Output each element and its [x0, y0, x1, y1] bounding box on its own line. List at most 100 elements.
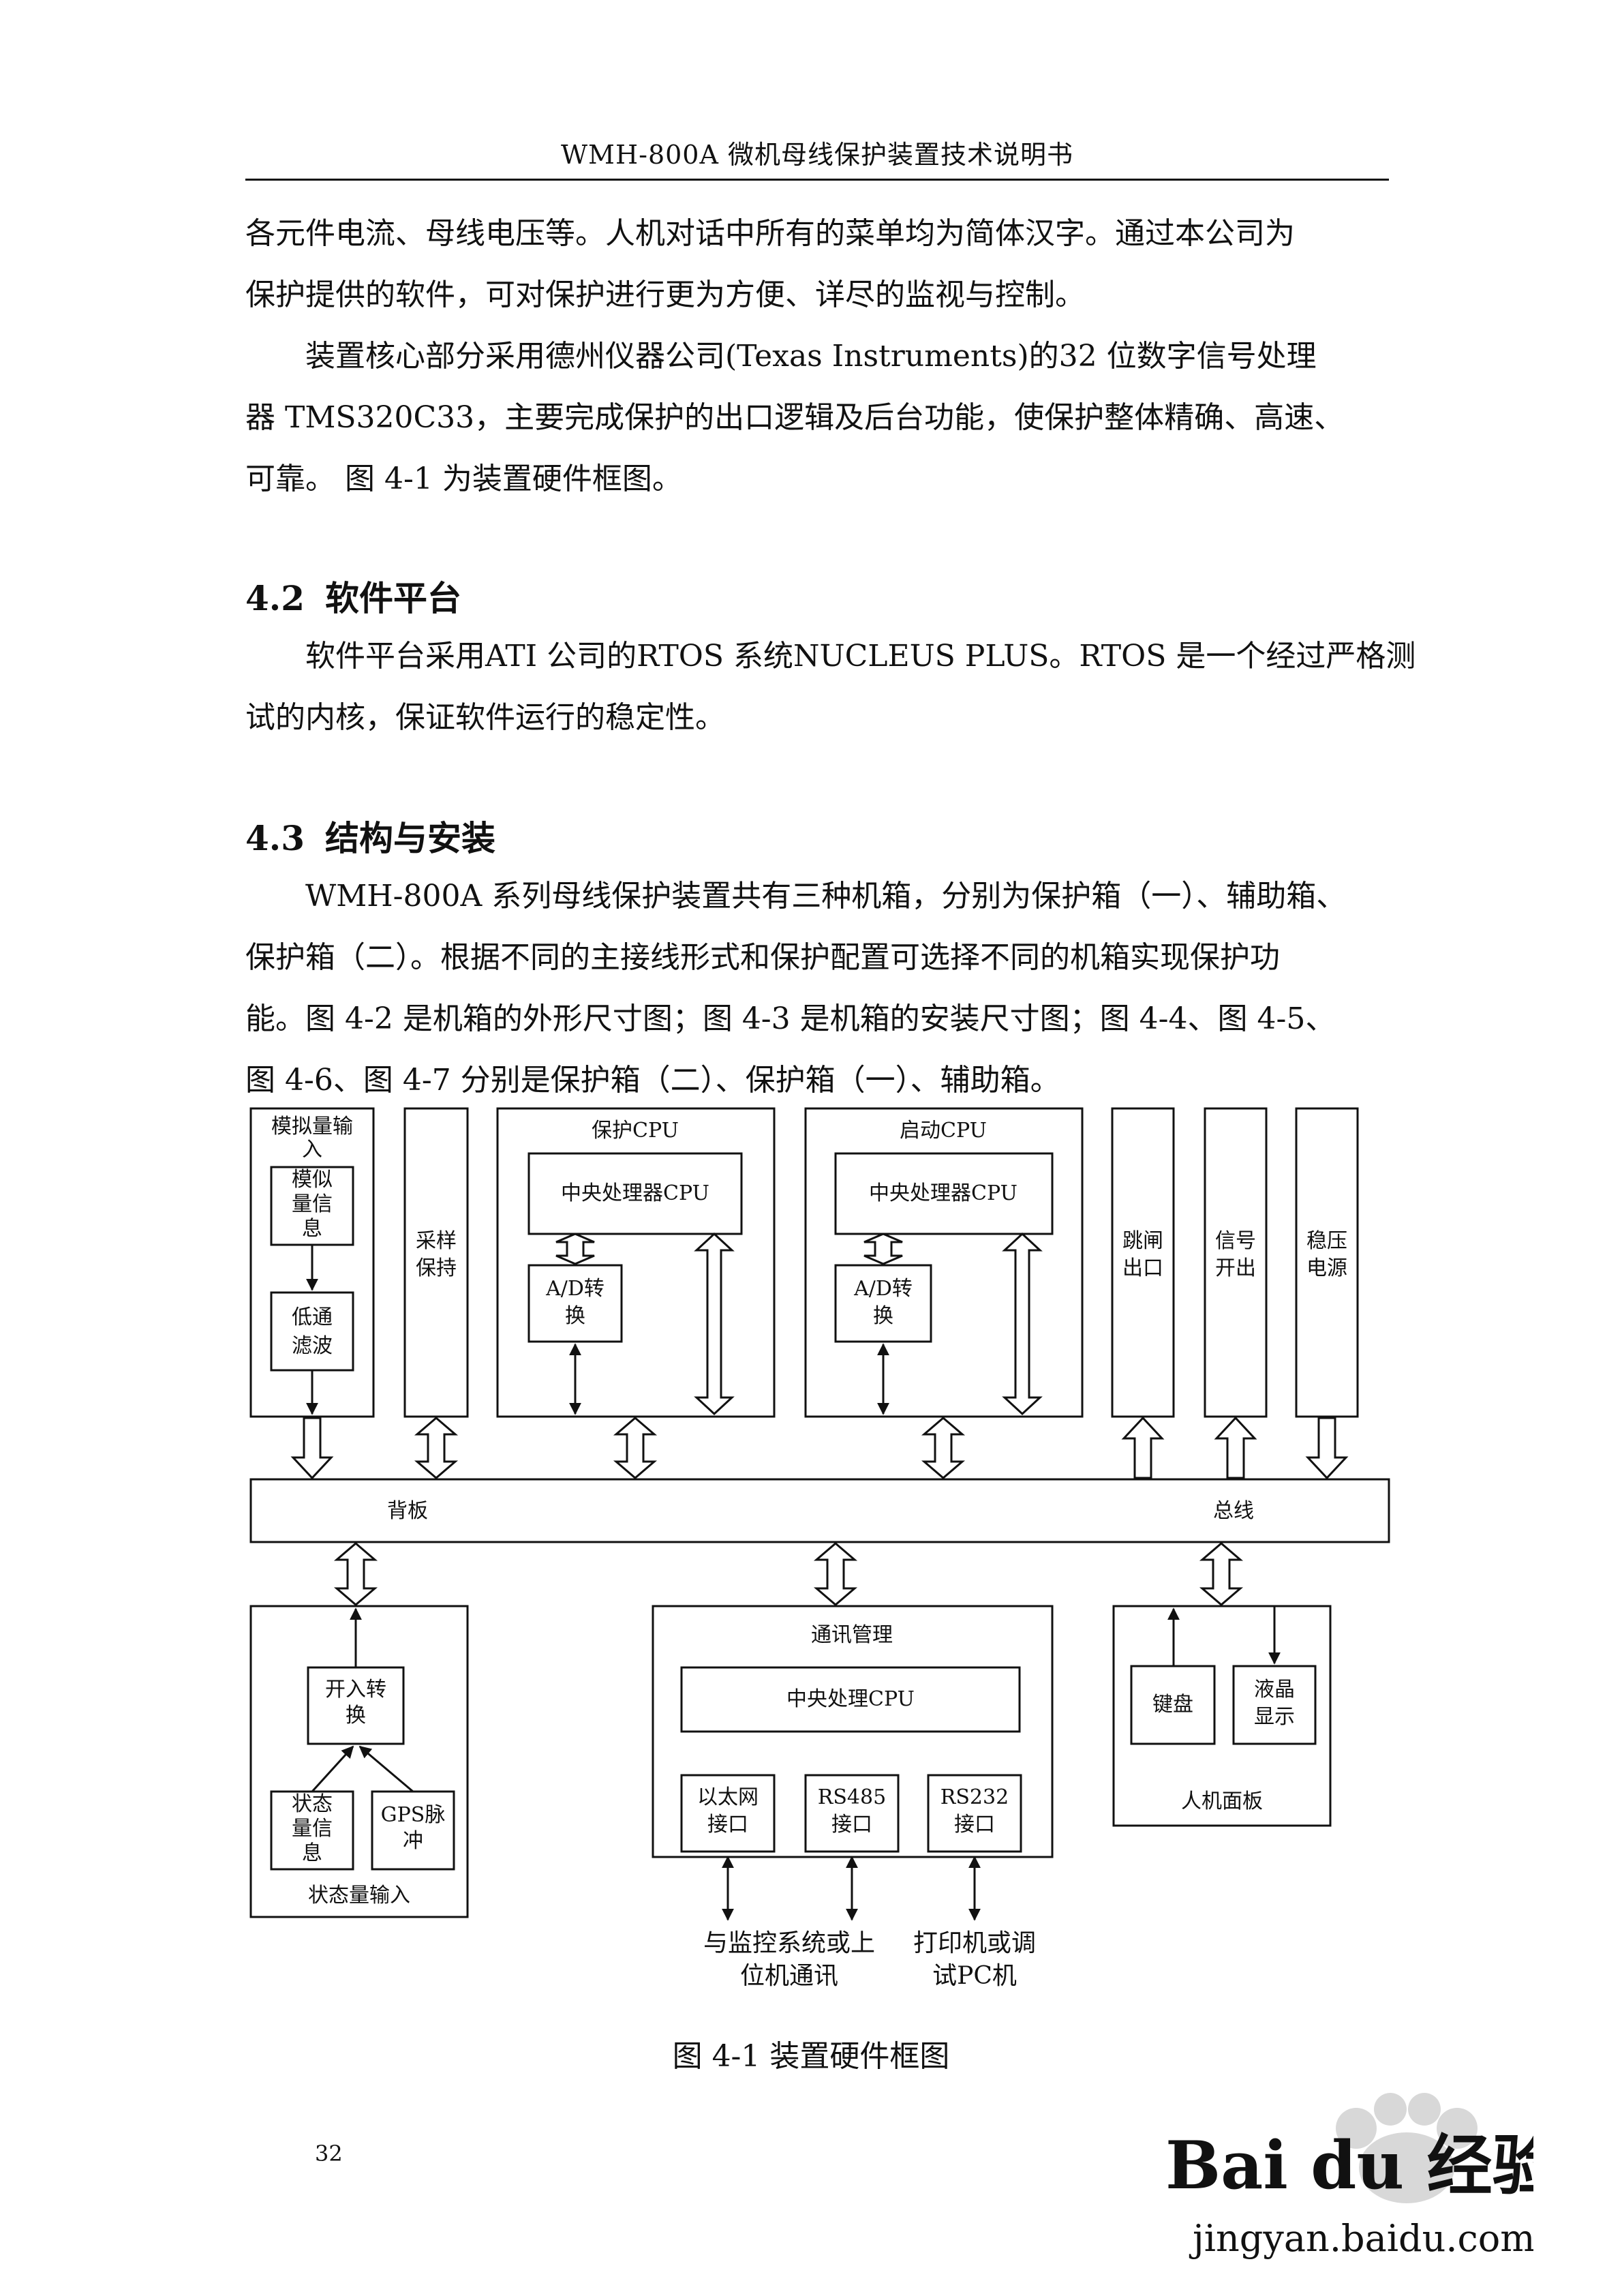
status-input-module: [249, 1605, 469, 1918]
printer-output-label: 试PC机: [932, 1962, 1017, 1990]
comm-bus-arrow: [813, 1542, 858, 1606]
start-ad-label: 换: [873, 1304, 893, 1328]
watermark-url: jingyan.baidu.com: [1189, 2217, 1533, 2260]
text-line: WMH-800A 系列母线保护装置共有三种机箱，分别为保护箱（一）、辅助箱、: [305, 879, 1347, 913]
text-line: 装置核心部分采用德州仪器公司(Texas Instruments)的32 位数字…: [305, 339, 1317, 374]
status-info-label: 息: [302, 1841, 322, 1865]
power-supply-label: 电源: [1306, 1256, 1347, 1280]
protect-cpu-title: 保护CPU: [592, 1119, 679, 1143]
protect-ad-box: [527, 1264, 623, 1343]
lcd-box: [1232, 1665, 1317, 1745]
section-number: 4.2: [245, 578, 305, 618]
start-cpu-module: [804, 1107, 1084, 1418]
start-cpu-core-label: 中央处理器CPU: [869, 1181, 1017, 1205]
protect-ad-label: A/D转: [545, 1277, 605, 1301]
protect-cpu-bus-arrow: [613, 1417, 658, 1479]
text-line: 图 4-6、图 4-7 分别是保护箱（二）、保护箱（一）、辅助箱。: [245, 1063, 1060, 1098]
analog-input-title: 模拟量输: [271, 1115, 353, 1138]
section-title: 结构与安装: [325, 818, 495, 858]
lcd-label: 液晶: [1254, 1678, 1295, 1702]
start-cpu-bus-arrow: [921, 1417, 966, 1479]
rs232-label: 接口: [954, 1813, 995, 1837]
sample-hold-label: 采样: [416, 1229, 457, 1253]
gps-to-convert-arrow: [358, 1745, 414, 1793]
section-title: 软件平台: [325, 578, 461, 618]
trip-output-label: 出口: [1122, 1256, 1163, 1280]
text-line: 试的内核，保证软件运行的稳定性。: [245, 700, 725, 735]
protect-cpu-core-label: 中央处理器CPU: [561, 1181, 709, 1205]
status-to-convert-arrow: [311, 1745, 354, 1793]
paw-toe: [1437, 2108, 1478, 2149]
rs485-label: RS485: [818, 1785, 886, 1809]
baidu-jingyan-watermark: Bai du 经验 jingyan.baidu.com: [1165, 2093, 1533, 2260]
lowpass-filter-label: 低通: [292, 1305, 333, 1329]
analog-input-module: [249, 1107, 375, 1418]
sample-hold-label: 保持: [416, 1256, 457, 1280]
intro-paragraph-2: 装置核心部分采用德州仪器公司(Texas Instruments)的32 位数字…: [245, 326, 1389, 510]
input-convert-label: 换: [346, 1704, 366, 1727]
comm-title: 通讯管理: [811, 1623, 893, 1647]
running-header: WMH-800A 微机母线保护装置技术说明书: [561, 140, 1073, 170]
ethernet-box: [680, 1774, 776, 1853]
trip-bus-arrow: [1121, 1416, 1165, 1479]
comm-cpu-box: [680, 1666, 1021, 1733]
signal-output-label: 信号: [1215, 1229, 1256, 1253]
analog-info-label: 量信: [292, 1192, 333, 1216]
intro-paragraph-1: 各元件电流、母线电压等。人机对话中所有的菜单均为简体汉字。通过本公司为 保护提供…: [245, 203, 1389, 326]
lcd-label: 显示: [1254, 1705, 1295, 1729]
paw-pad: [1359, 2132, 1454, 2203]
protect-cpu-internal-bus-arrow: [694, 1232, 735, 1416]
gps-pulse-label: 冲: [403, 1829, 423, 1853]
backplane-bus: [249, 1478, 1390, 1543]
figure-caption: 图 4-1 装置硬件框图: [672, 2039, 950, 2074]
protect-cpu-core-box: [527, 1152, 743, 1235]
signal-output-label: 开出: [1215, 1256, 1256, 1280]
start-cpu-core-box: [834, 1152, 1054, 1235]
text-line: 各元件电流、母线电压等。人机对话中所有的菜单均为简体汉字。通过本公司为: [245, 216, 1295, 251]
power-supply-module: [1295, 1107, 1359, 1418]
analog-to-bus-arrow: [290, 1417, 334, 1480]
section-heading-4-2: 4.2 软件平台: [245, 571, 461, 620]
section-number: 4.3: [245, 818, 305, 858]
power-supply-label: 稳压: [1306, 1229, 1347, 1253]
status-input-bus-arrow: [333, 1542, 378, 1606]
status-input-title: 状态量输入: [308, 1884, 410, 1907]
ethernet-label: 接口: [707, 1813, 748, 1837]
text-line: 保护箱（二）。根据不同的主接线形式和保护配置可选择不同的机箱实现保护功: [245, 940, 1280, 975]
text-line: 能。图 4-2 是机箱的外形尺寸图；图 4-3 是机箱的安装尺寸图；图 4-4、…: [245, 1001, 1336, 1036]
lowpass-filter-label: 滤波: [292, 1334, 333, 1358]
rs232-box: [927, 1774, 1022, 1853]
text-line: 保护提供的软件，可对保护进行更为方便、详尽的监视与控制。: [245, 277, 1085, 312]
page-number: 32: [315, 2141, 343, 2166]
paw-toe: [1374, 2093, 1407, 2126]
comm-output-label: 与监控系统或上: [703, 1929, 875, 1957]
signal-bus-arrow: [1214, 1416, 1257, 1479]
start-ad-box: [834, 1264, 932, 1343]
sample-hold-module: [403, 1107, 469, 1418]
protect-cpu-ad-arrow: [555, 1233, 595, 1265]
watermark-brand: Bai du 经验: [1165, 2127, 1533, 2204]
protect-ad-label: 换: [565, 1304, 585, 1328]
protect-cpu-module: [496, 1107, 776, 1418]
power-bus-arrow: [1305, 1417, 1349, 1480]
text-line: 可靠。 图 4-1 为装置硬件框图。: [245, 462, 682, 496]
printer-output-label: 打印机或调: [913, 1929, 1036, 1957]
start-ad-label: A/D转: [853, 1277, 913, 1301]
rs485-label: 接口: [831, 1813, 872, 1837]
lowpass-filter-box: [270, 1291, 354, 1372]
header-rule: [245, 179, 1389, 181]
hmi-module: [1112, 1605, 1332, 1827]
analog-info-label: 模似: [292, 1168, 333, 1192]
hmi-bus-arrow: [1199, 1542, 1244, 1606]
gps-pulse-label: GPS脉: [381, 1803, 446, 1827]
paw-toe: [1408, 2093, 1441, 2126]
input-convert-label: 开入转: [325, 1678, 386, 1702]
text-line: 软件平台采用ATI 公司的RTOS 系统NUCLEUS PLUS。RTOS 是一…: [305, 639, 1416, 674]
status-info-label: 量信: [292, 1817, 333, 1841]
start-cpu-title: 启动CPU: [900, 1119, 987, 1143]
backplane-label: 背板: [387, 1499, 428, 1523]
keyboard-label: 键盘: [1152, 1693, 1193, 1717]
section-4-3-paragraph: WMH-800A 系列母线保护装置共有三种机箱，分别为保护箱（一）、辅助箱、 保…: [245, 866, 1389, 1111]
trip-output-label: 跳闸: [1122, 1229, 1163, 1253]
